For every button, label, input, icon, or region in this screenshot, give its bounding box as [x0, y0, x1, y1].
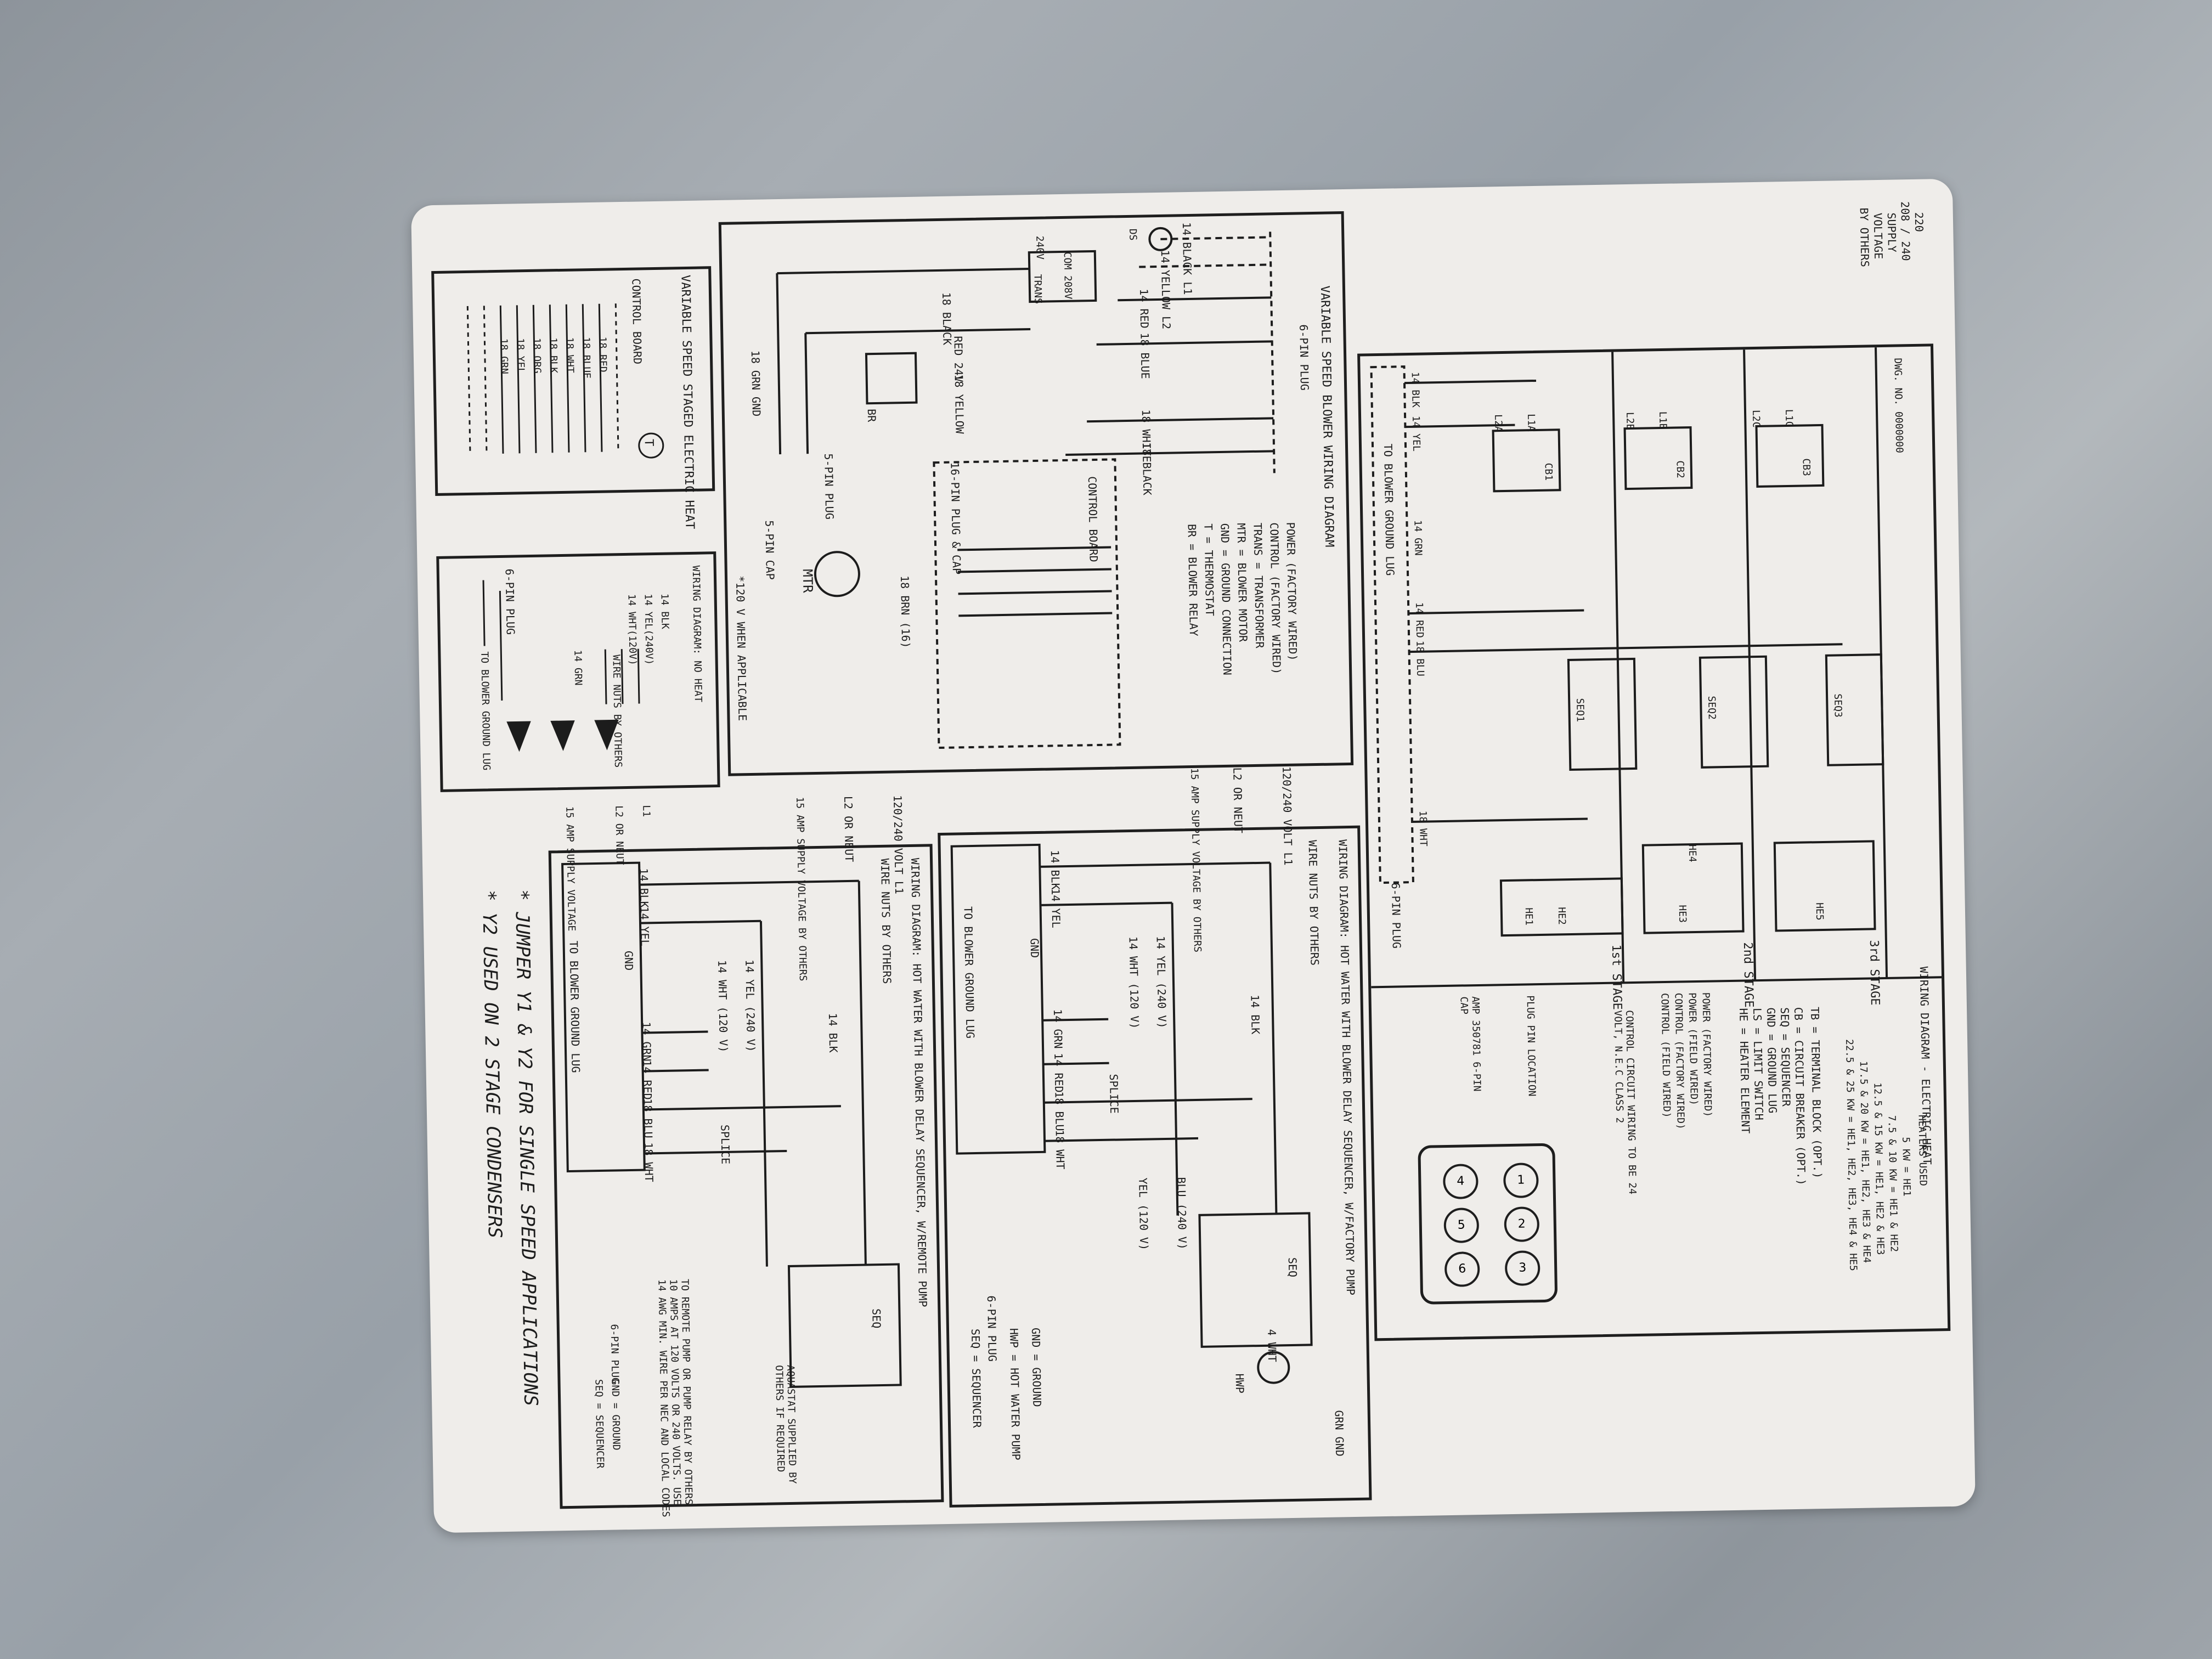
panel-electric-heat: WIRING DIAGRAM - ELECTRIC HEAT DWG. NO. … [1357, 343, 1951, 1341]
no-heat-wiring [482, 580, 640, 752]
supply-l1-label: L1 [640, 805, 652, 817]
blower-wiring [776, 227, 1276, 749]
plug-pin-cap: 1 2 3 4 5 6 [1418, 1143, 1558, 1305]
hot-water-remote-wiring [561, 861, 902, 1388]
wiring-key-line: CONTROL (FIELD WIRED) [1658, 992, 1673, 1118]
supply-l1-label: 120/240 VOLT L1 [1280, 766, 1295, 866]
footnote-y2: * Y2 USED ON 2 STAGE CONDENSERS [477, 890, 506, 1239]
supply-voltage-label: 15 AMP SUPPLY VOLTAGE BY OTHERS [794, 797, 809, 981]
panel-hot-water-remote-pump: WIRING DIAGRAM: HOT WATER WITH BLOWER DE… [548, 844, 944, 1517]
wiring-key-line: CONTROL (FACTORY WIRED) [1672, 992, 1686, 1130]
control-note: CONTROL CIRCUIT WIRING TO BE 24 VOLT, N.… [1612, 1009, 1638, 1195]
thermostat-symbol: T [641, 438, 656, 447]
wire-label: 18 YEL [514, 338, 527, 374]
supply-label: BY OTHERS [1857, 207, 1872, 268]
panel-hot-water-factory-pump: WIRING DIAGRAM: HOT WATER WITH BLOWER DE… [938, 825, 1372, 1508]
wire-label: 18 ORG [531, 337, 543, 374]
wiring-diagram-label: VARIABLE SPEED STAGED ELECTRIC HEAT CONT… [411, 178, 1976, 1533]
plug-pin-label: PLUG PIN LOCATION [1524, 995, 1538, 1097]
supply-label: 208 / 240 [1898, 201, 1913, 261]
legend-line: GND = GROUND LUG [1764, 1007, 1780, 1114]
hot-water-factory-wiring [950, 843, 1313, 1384]
supply-voltage-label: 15 AMP SUPPLY VOLTAGE BY OTHERS [1188, 768, 1204, 953]
wiring-key-line: POWER (FACTORY WIRED) [1700, 992, 1714, 1118]
pin-3: 3 [1504, 1250, 1541, 1286]
heaters-line: 7.5 & 10 KW = HE1 & HE2 [1886, 1115, 1900, 1252]
pin-2: 2 [1504, 1206, 1540, 1243]
wire-label: 18 BLUE [580, 336, 592, 379]
panel-blower: VARIABLE SPEED BLOWER WIRING DIAGRAM POW… [718, 211, 1354, 776]
supply-label: SUPPLY [1884, 212, 1899, 253]
supply-l2-label: L2 OR NEUT [842, 795, 856, 862]
heaters-line: 5 KW = HE1 [1900, 1137, 1913, 1197]
supply-l1-label: 120/240 VOLT L1 [890, 795, 906, 895]
panel-staged-electric-heat: VARIABLE SPEED STAGED ELECTRIC HEAT CONT… [431, 266, 715, 529]
supply-label: VOLTAGE [1871, 212, 1886, 259]
heaters-header: HEATERS USED [1916, 1114, 1929, 1187]
wire-label: 18 WHT [563, 337, 576, 373]
pin-1: 1 [1503, 1163, 1539, 1199]
wire-label: 18 GRN [498, 338, 510, 375]
amp-cap-label: AMP 350781 6-PIN CAP [1458, 996, 1483, 1092]
wire-label: 18 BLK [547, 337, 560, 374]
pin-4: 4 [1442, 1164, 1479, 1200]
supply-label: 220 [1912, 212, 1926, 233]
footnote-jumper: * JUMPER Y1 & Y2 FOR SINGLE SPEED APPLIC… [510, 889, 542, 1407]
staged-heat-wiring [466, 303, 664, 459]
supply-l2-label: L2 OR NEUT [1231, 767, 1245, 834]
electric-heat-wiring [1370, 347, 1942, 989]
pin-5: 5 [1443, 1207, 1480, 1244]
legend-line: LS = LIMIT SWITCH [1750, 1007, 1766, 1120]
pin-6: 6 [1444, 1251, 1480, 1288]
panel-no-heat: WIRING DIAGRAM: NO HEAT 14 BLK 14 YEL(24… [436, 551, 720, 792]
wiring-key-line: POWER (FIELD WIRED) [1686, 992, 1700, 1106]
legend-line: HE = HEATER ELEMENT [1736, 1008, 1752, 1134]
legend-line: SEQ = SEQUENCER [1778, 1007, 1793, 1107]
wire-label: 18 RED [596, 336, 609, 373]
